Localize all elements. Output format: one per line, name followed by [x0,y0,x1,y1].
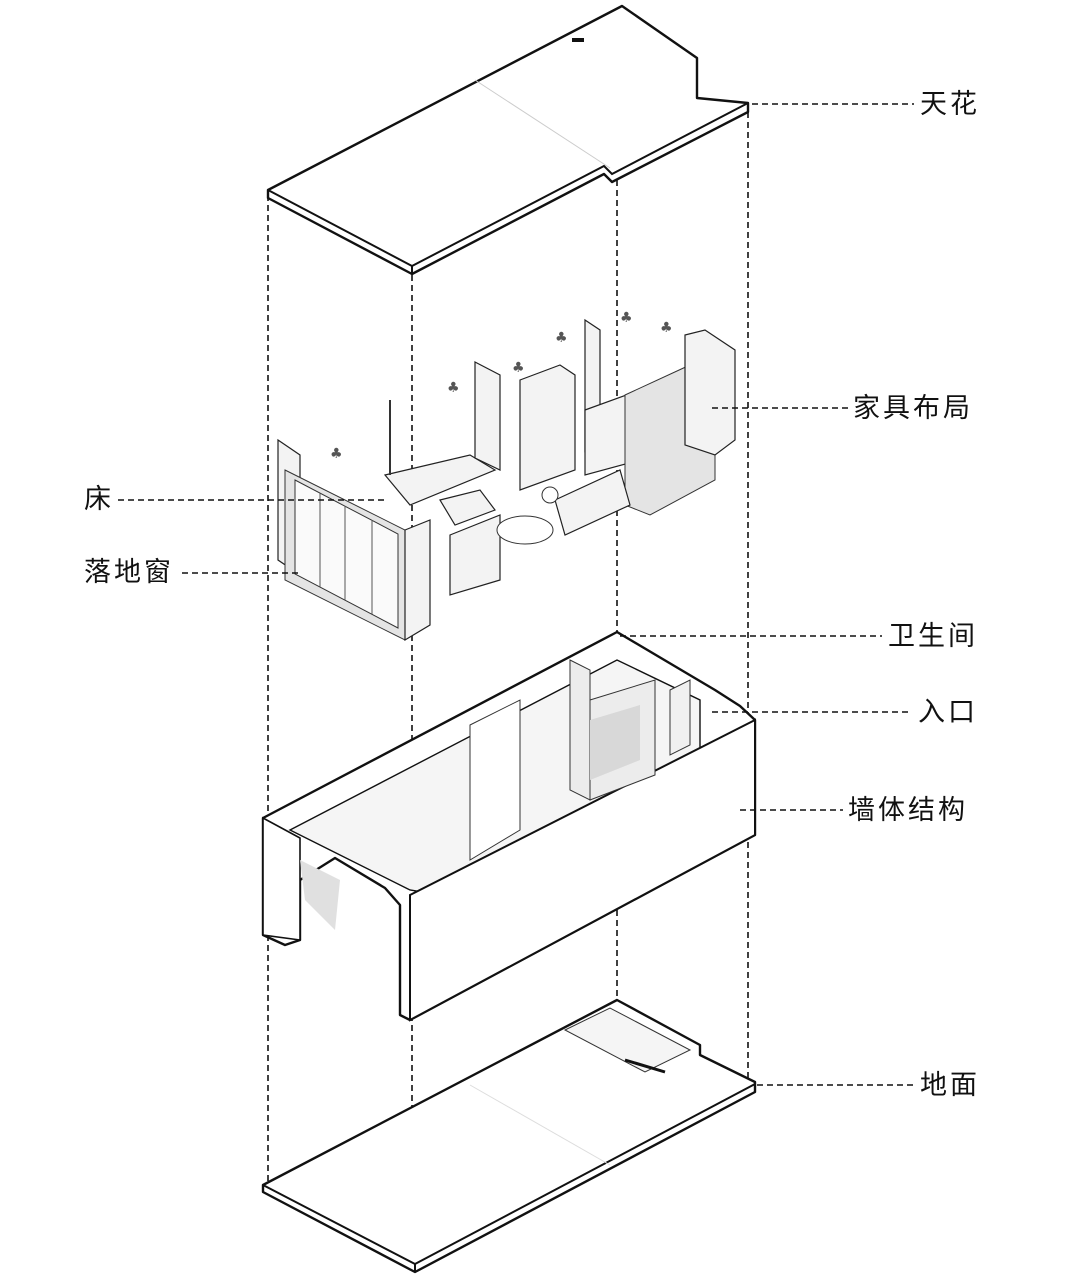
label-wall-structure: 墙体结构 [848,795,968,826]
label-furniture-layout: 家具布局 [853,393,973,424]
svg-text:♣: ♣ [555,330,568,346]
ceiling-slab [266,4,750,276]
furniture-layout: ♣ ♣ ♣ ♣ ♣ ♣ [277,310,736,642]
label-bathroom: 卫生间 [888,621,978,652]
svg-text:♣: ♣ [330,446,343,462]
svg-text:♣: ♣ [447,380,460,396]
label-bed: 床 [84,484,114,515]
wall-structure [261,630,757,1022]
leader-lines [118,103,914,1086]
label-floor-window: 落地窗 [84,557,174,588]
svg-text:♣: ♣ [620,310,633,326]
svg-text:♣: ♣ [660,320,673,336]
label-ceiling: 天花 [920,89,980,120]
floor-slab [261,998,757,1274]
label-ground: 地面 [920,1070,980,1101]
svg-text:♣: ♣ [512,360,525,376]
label-entrance: 入口 [918,697,978,728]
